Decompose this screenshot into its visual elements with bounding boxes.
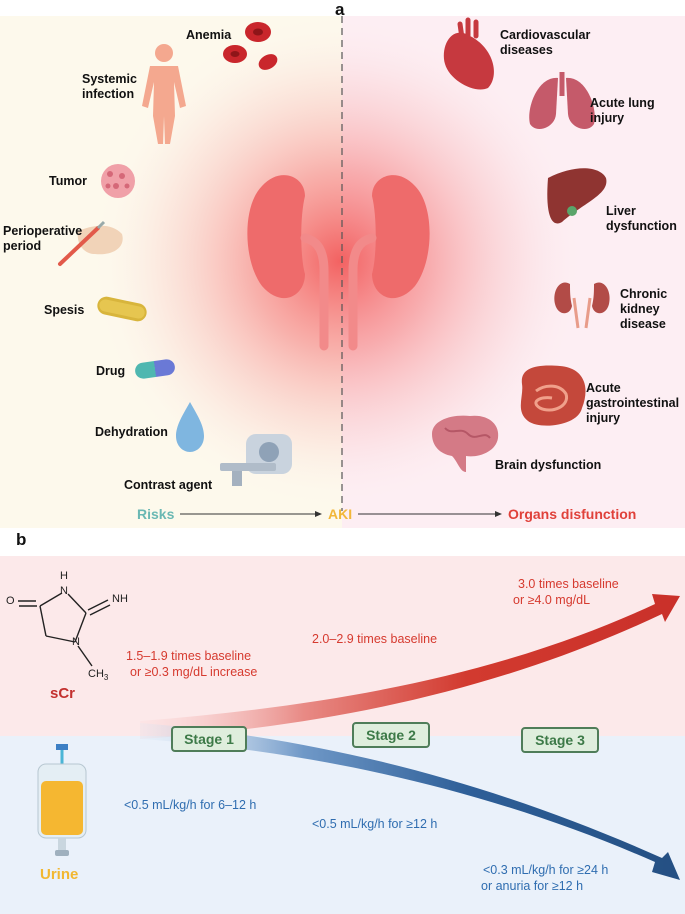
iv-bag-icon: [37, 744, 87, 856]
urine-stage-3-line2: or anuria for ≥12 h: [481, 879, 584, 893]
atom-ch3: CH3: [88, 668, 108, 682]
creatinine-structure: [18, 592, 111, 667]
atom-n-bottom: N: [72, 636, 80, 648]
flow-label-organs: Organs disfunction: [508, 506, 637, 522]
atom-nh: NH: [112, 593, 128, 605]
risk-label-tumor: Tumor: [49, 174, 87, 188]
red-blood-cells-icon: [223, 22, 278, 70]
scr-label: sCr: [50, 685, 76, 702]
risk-label-contrast-agent: Contrast agent: [124, 478, 213, 492]
risk-label-perioperative: Perioperative period: [3, 224, 83, 253]
panel-b-graphic: [0, 556, 685, 914]
scr-arrow: [140, 594, 680, 739]
bacteria-icon: [97, 296, 147, 322]
liver-icon: [547, 168, 607, 224]
small-kidney-icon: [554, 282, 610, 329]
organ-label-brain: Brain dysfunction: [495, 458, 602, 472]
flow-label-risks: Risks: [137, 506, 175, 522]
heart-icon: [443, 17, 494, 90]
water-drop-icon: [176, 402, 204, 452]
intestine-icon: [520, 365, 586, 426]
organ-label-liver: Liver dysfunction: [606, 204, 677, 233]
panel-b-letter: b: [16, 530, 27, 549]
risk-label-dehydration: Dehydration: [95, 425, 168, 439]
atom-n-top: N: [60, 585, 68, 597]
stage-2-box: Stage 2: [352, 722, 430, 748]
panel-a-graphic: [0, 16, 685, 528]
surgery-hand-icon: [58, 220, 123, 266]
organ-label-ckd: Chronic kidney disease: [620, 287, 668, 331]
aki-glow: [85, 16, 595, 516]
pill-icon: [135, 359, 175, 379]
tumor-icon: [101, 164, 135, 198]
organ-label-lung: Acute lung injury: [590, 96, 655, 125]
lungs-icon: [529, 72, 595, 129]
kidney-icon: [247, 175, 430, 351]
stage-3-box: Stage 3: [521, 727, 599, 753]
flow-label-aki: AKI: [328, 506, 353, 522]
urine-stage-1: <0.5 mL/kg/h for 6–12 h: [124, 798, 257, 812]
atom-o: O: [6, 595, 15, 607]
urine-stage-3-line1: <0.3 mL/kg/h for ≥24 h: [483, 863, 609, 877]
panel-a-letter: a: [335, 0, 345, 19]
atom-ch3-main: CH: [88, 668, 104, 680]
urine-label: Urine: [40, 866, 79, 883]
organ-label-gi: Acute gastrointestinal injury: [586, 381, 680, 425]
urine-stage-2: <0.5 mL/kg/h for ≥12 h: [312, 817, 438, 831]
human-body-icon: [142, 44, 186, 144]
scr-stage-1-line2: or ≥0.3 mg/dL increase: [130, 665, 258, 679]
atom-ch3-sub: 3: [103, 673, 109, 683]
organ-label-cardiovascular: Cardiovascular diseases: [500, 28, 591, 57]
scr-stage-3-line1: 3.0 times baseline: [518, 577, 619, 591]
ct-scanner-icon: [220, 434, 292, 486]
scr-stage-3-line2: or ≥4.0 mg/dL: [513, 593, 591, 607]
risk-label-drug: Drug: [96, 364, 126, 378]
risk-label-anemia: Anemia: [186, 28, 232, 42]
risk-label-sepsis: Spesis: [44, 303, 85, 317]
brain-icon: [432, 415, 499, 472]
risk-label-systemic-infection: Systemic infection: [82, 72, 137, 101]
scr-stage-1-line1: 1.5–1.9 times baseline: [126, 649, 252, 663]
atom-h-top: H: [60, 570, 68, 582]
stage-1-box: Stage 1: [171, 726, 247, 752]
scr-stage-2: 2.0–2.9 times baseline: [312, 632, 438, 646]
